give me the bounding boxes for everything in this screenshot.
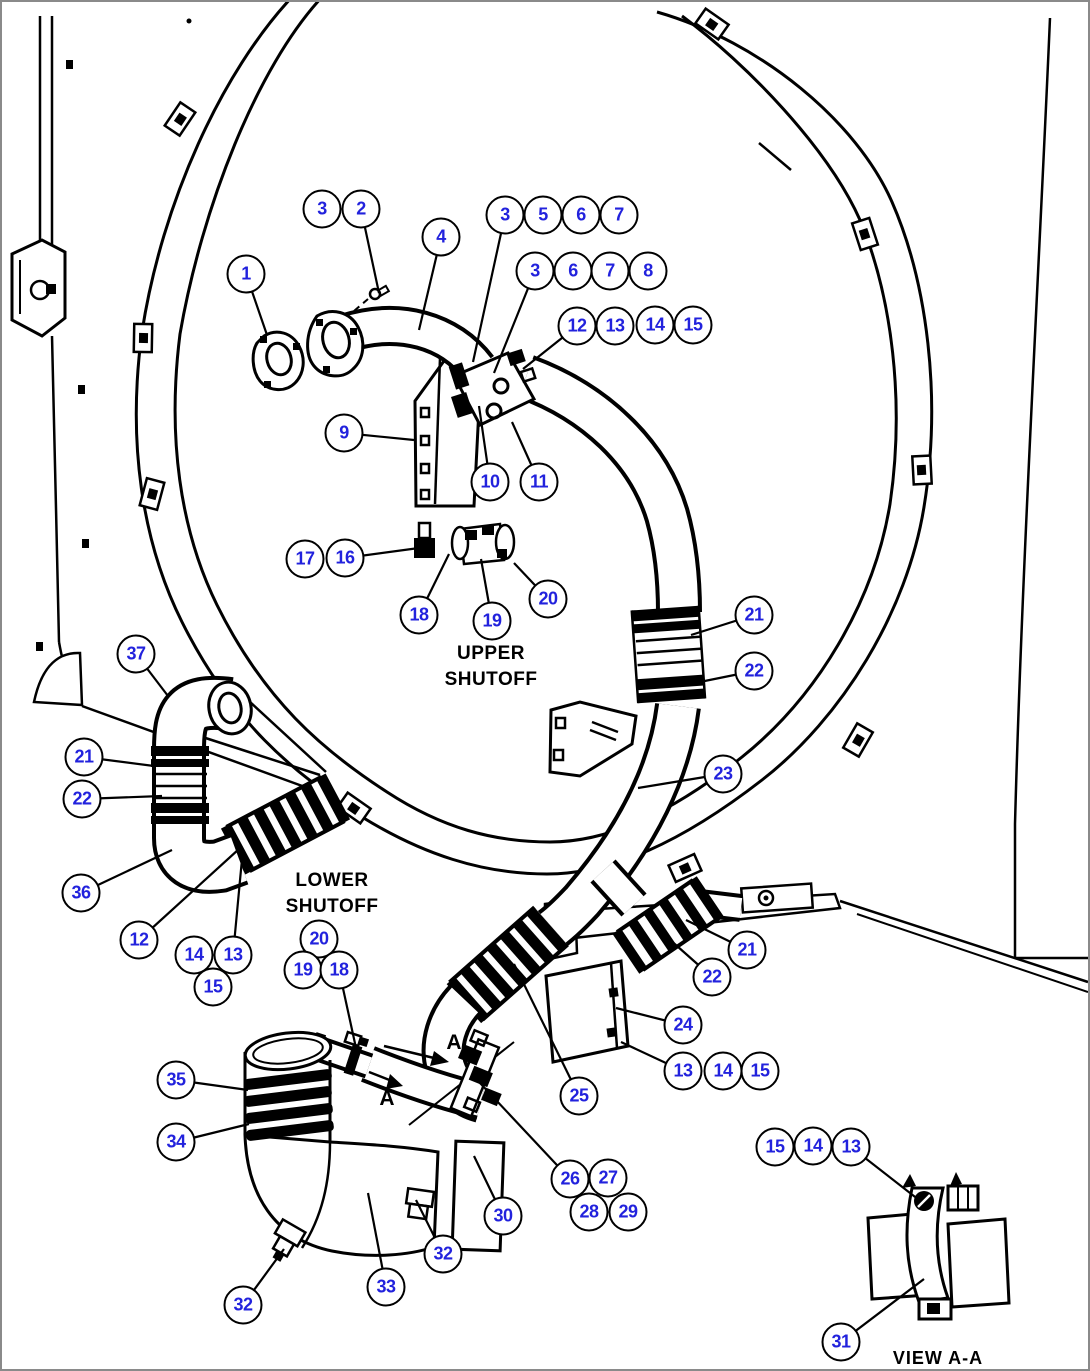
callout-balloon-33: 33 [366, 1267, 406, 1307]
callout-balloon-2: 2 [341, 189, 381, 229]
callout-balloon-37: 37 [116, 634, 156, 674]
callout-balloon-30: 30 [483, 1196, 523, 1236]
callout-balloon-3: 3 [515, 251, 555, 291]
callout-balloon-7: 7 [590, 251, 630, 291]
right-panel-edge [856, 17, 1088, 993]
fan-shroud-ring [134, 2, 934, 876]
callout-balloon-10: 10 [470, 462, 510, 502]
pipe-support-bracket [548, 700, 638, 778]
callout-balloon-5: 5 [523, 195, 563, 235]
callout-balloon-18: 18 [319, 950, 359, 990]
view-aa-label: VIEW A-A [892, 1348, 984, 1368]
callout-balloon-6: 6 [561, 195, 601, 235]
callout-balloon-11: 11 [519, 462, 559, 502]
callout-balloon-17: 17 [285, 539, 325, 579]
callout-balloon-7: 7 [599, 195, 639, 235]
callout-balloon-32: 32 [223, 1285, 263, 1325]
callout-balloon-35: 35 [156, 1060, 196, 1100]
section-arrow-lower [368, 1070, 403, 1089]
callout-balloon-24: 24 [663, 1005, 703, 1045]
callout-balloon-19: 19 [472, 601, 512, 641]
callout-balloon-25: 25 [559, 1076, 599, 1116]
callout-balloon-13: 13 [595, 306, 635, 346]
reference-dot [186, 18, 192, 24]
flange-2 [306, 310, 365, 378]
section-marker-a-upper: A [446, 1031, 462, 1054]
elbow-flange [207, 680, 253, 736]
lower-shutoff-line2: SHUTOFF [285, 896, 379, 917]
callout-balloon-22: 22 [692, 957, 732, 997]
callout-balloon-29: 29 [608, 1192, 648, 1232]
callout-balloon-36: 36 [61, 873, 101, 913]
callout-balloon-12: 12 [557, 306, 597, 346]
lower-shutoff-label: LOWER SHUTOFF [286, 868, 379, 920]
callout-balloon-4: 4 [421, 217, 461, 257]
callout-balloon-28: 28 [569, 1192, 609, 1232]
canister-top-35 [243, 1030, 333, 1072]
callout-balloon-22: 22 [62, 779, 102, 819]
lower-shutoff-line1: LOWER [295, 870, 369, 891]
callout-balloon-3: 3 [302, 189, 342, 229]
panel-bracket [10, 238, 67, 338]
callout-balloon-18: 18 [399, 595, 439, 635]
callout-balloon-21: 21 [727, 930, 767, 970]
upper-shutoff-line1: UPPER [457, 643, 525, 664]
callout-balloon-21: 21 [64, 737, 104, 777]
callout-balloon-8: 8 [628, 251, 668, 291]
callout-balloon-3: 3 [485, 195, 525, 235]
callout-balloon-14: 14 [703, 1051, 743, 1091]
callout-balloon-15: 15 [673, 305, 713, 345]
view-aa-detail [866, 1172, 1011, 1321]
callout-balloon-34: 34 [156, 1122, 196, 1162]
strap-bolt-lug [739, 882, 815, 914]
callout-balloon-12: 12 [119, 920, 159, 960]
callout-balloon-16: 16 [325, 538, 365, 578]
callout-balloon-23: 23 [703, 754, 743, 794]
callout-balloon-6: 6 [553, 251, 593, 291]
bellows-25 [447, 907, 569, 1023]
callout-balloon-14: 14 [635, 305, 675, 345]
callout-balloon-14: 14 [793, 1126, 833, 1166]
callout-balloon-31: 31 [821, 1322, 861, 1362]
section-marker-a-lower: A [379, 1087, 395, 1110]
callout-balloon-1: 1 [226, 254, 266, 294]
upper-shutoff-valve [414, 521, 516, 566]
callout-balloon-22: 22 [734, 651, 774, 691]
callout-balloon-15: 15 [740, 1051, 780, 1091]
upper-shutoff-line2: SHUTOFF [444, 669, 538, 690]
shroud-clip-set [132, 6, 934, 884]
callout-balloon-27: 27 [588, 1158, 628, 1198]
ring-detail-dash [758, 142, 792, 171]
callout-balloon-15: 15 [755, 1127, 795, 1167]
callout-balloon-32: 32 [423, 1234, 463, 1274]
callout-balloon-13: 13 [831, 1127, 871, 1167]
callout-balloon-19: 19 [283, 950, 323, 990]
panel-gusset [32, 651, 84, 707]
section-arrow-upper [383, 1044, 449, 1066]
left-panel [10, 16, 317, 793]
callout-balloon-20: 20 [528, 579, 568, 619]
gasket-flange-1 [251, 330, 305, 391]
elbow-tube-37 [151, 678, 256, 867]
callout-balloon-9: 9 [324, 413, 364, 453]
callout-balloon-15: 15 [193, 967, 233, 1007]
callout-balloon-13: 13 [663, 1051, 703, 1091]
upper-shutoff-label: UPPER SHUTOFF [445, 641, 538, 693]
callout-balloon-21: 21 [734, 595, 774, 635]
